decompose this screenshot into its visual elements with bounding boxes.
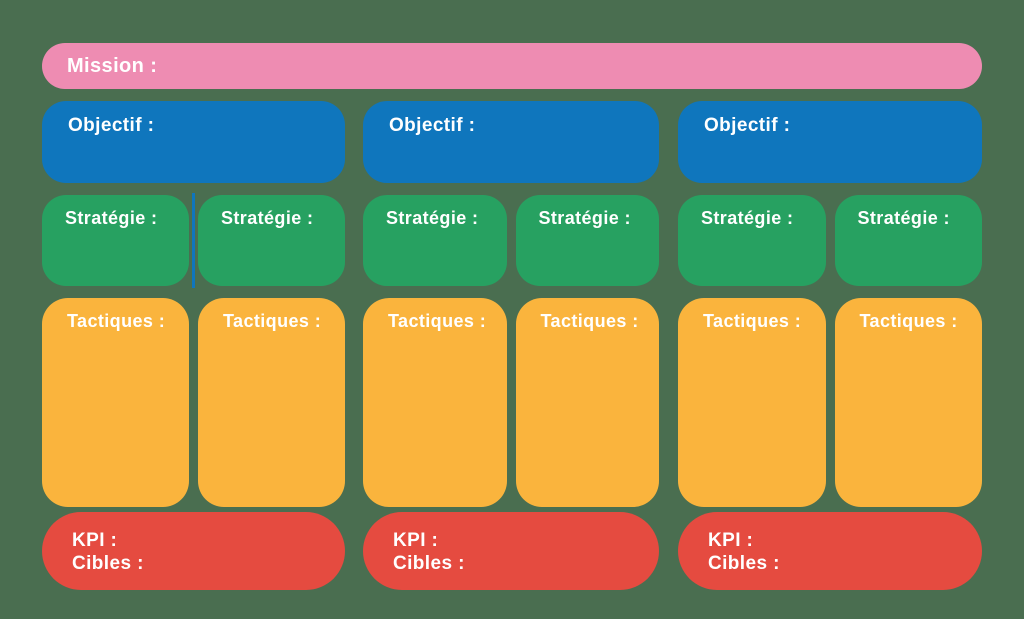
- objective-column-1: Objectif : Stratégie : Stratégie : Tacti…: [42, 101, 345, 590]
- tactic-label: Tactiques :: [223, 311, 322, 331]
- tactic-row: Tactiques : Tactiques :: [363, 298, 659, 507]
- tactic-box: Tactiques :: [678, 298, 826, 507]
- strategy-row: Stratégie : Stratégie :: [363, 195, 659, 286]
- strategy-box: Stratégie :: [834, 195, 982, 286]
- tactic-box: Tactiques :: [198, 298, 345, 507]
- objective-box: Objectif :: [363, 101, 659, 183]
- kpi-label: KPI :: [72, 530, 118, 551]
- strategy-label: Stratégie :: [857, 208, 950, 228]
- strategy-row: Stratégie : Stratégie :: [678, 195, 982, 286]
- tactic-label: Tactiques :: [859, 311, 958, 331]
- objective-columns: Objectif : Stratégie : Stratégie : Tacti…: [42, 101, 982, 590]
- tactic-box: Tactiques :: [42, 298, 189, 507]
- strategy-label: Stratégie :: [538, 208, 631, 228]
- tactic-label: Tactiques :: [67, 311, 166, 331]
- targets-label: Cibles :: [393, 553, 465, 574]
- objective-label: Objectif :: [389, 115, 476, 136]
- strategy-box: Stratégie :: [198, 195, 345, 286]
- strategy-label: Stratégie :: [701, 208, 794, 228]
- objective-column-3: Objectif : Stratégie : Stratégie : Tacti…: [678, 101, 982, 590]
- kpi-box: KPI : Cibles :: [678, 512, 982, 590]
- strategy-box: Stratégie :: [42, 195, 189, 286]
- kpi-label: KPI :: [393, 530, 439, 551]
- kpi-box: KPI : Cibles :: [363, 512, 659, 590]
- connector-line: [192, 193, 195, 288]
- tactic-label: Tactiques :: [388, 311, 487, 331]
- mission-box: Mission :: [42, 43, 982, 89]
- strategy-label: Stratégie :: [65, 208, 158, 228]
- tactic-label: Tactiques :: [703, 311, 802, 331]
- strategy-row: Stratégie : Stratégie :: [42, 195, 345, 286]
- strategy-box: Stratégie :: [363, 195, 507, 286]
- tactic-row: Tactiques : Tactiques :: [678, 298, 982, 507]
- tactic-box: Tactiques :: [515, 298, 659, 507]
- objective-box: Objectif :: [42, 101, 345, 183]
- tactic-label: Tactiques :: [540, 311, 639, 331]
- kpi-label: KPI :: [708, 530, 754, 551]
- strategy-label: Stratégie :: [221, 208, 314, 228]
- tactic-box: Tactiques :: [834, 298, 982, 507]
- tactic-row: Tactiques : Tactiques :: [42, 298, 345, 507]
- objective-box: Objectif :: [678, 101, 982, 183]
- strategy-box: Stratégie :: [678, 195, 826, 286]
- tactic-box: Tactiques :: [363, 298, 507, 507]
- targets-label: Cibles :: [708, 553, 780, 574]
- kpi-box: KPI : Cibles :: [42, 512, 345, 590]
- objective-label: Objectif :: [68, 115, 155, 136]
- strategy-label: Stratégie :: [386, 208, 479, 228]
- strategy-box: Stratégie :: [515, 195, 659, 286]
- mission-label: Mission :: [67, 55, 158, 77]
- targets-label: Cibles :: [72, 553, 144, 574]
- objective-column-2: Objectif : Stratégie : Stratégie : Tacti…: [363, 101, 659, 590]
- objective-label: Objectif :: [704, 115, 791, 136]
